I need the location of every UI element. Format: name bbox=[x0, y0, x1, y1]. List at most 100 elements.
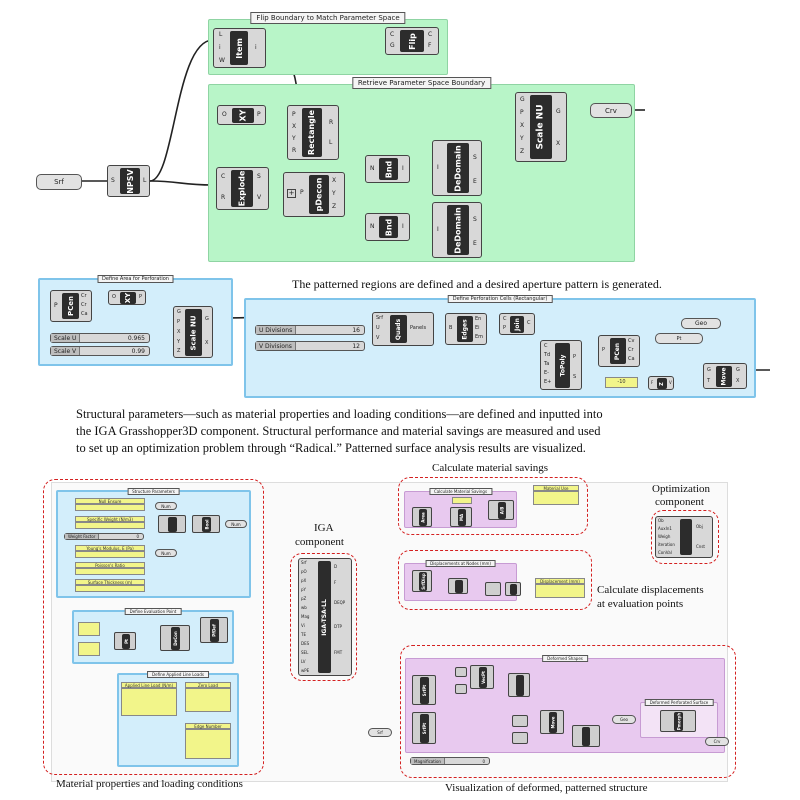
rect-in-port-r[interactable]: R bbox=[292, 147, 297, 154]
npsv-component[interactable]: S NPSV L bbox=[107, 165, 150, 197]
bool-component[interactable]: Bool bbox=[192, 515, 220, 533]
flip-out-port-f[interactable]: F bbox=[428, 42, 432, 49]
flip-in-port-g[interactable]: G bbox=[390, 42, 395, 49]
pcen1-out-port-1[interactable]: Cr bbox=[81, 293, 87, 299]
npsv-in-port[interactable]: S bbox=[111, 177, 115, 184]
optimization-component[interactable]: Ob AuxIn1 Weigh iteration ConVal Obj Cns… bbox=[655, 516, 713, 558]
deform-mini-4[interactable] bbox=[512, 732, 528, 744]
pt-component[interactable]: Pt bbox=[114, 632, 136, 650]
xy-plane-component[interactable]: O XY P bbox=[217, 105, 266, 125]
topoly-out-port-s[interactable]: S bbox=[573, 374, 577, 380]
iga-in-port-mag[interactable]: Mag bbox=[301, 614, 310, 619]
join-in-port-c[interactable]: C bbox=[503, 316, 507, 322]
srfpt-component-2[interactable]: SrfPt bbox=[412, 712, 436, 744]
dedomain-component-2[interactable]: I DeDomain S E bbox=[432, 202, 482, 258]
quads-in-port-v[interactable]: V bbox=[376, 335, 380, 341]
srf-param[interactable]: Srf bbox=[36, 174, 82, 190]
explode-out-port-s[interactable]: S bbox=[257, 173, 261, 180]
flip-out-port-c[interactable]: C bbox=[428, 31, 433, 38]
srf-param-3[interactable]: Srf bbox=[368, 728, 392, 737]
disp-mini-3[interactable] bbox=[485, 582, 501, 596]
item-in-port-i[interactable]: i bbox=[219, 44, 221, 51]
dedomain1-in-port[interactable]: I bbox=[437, 164, 439, 171]
bnd1-in-port[interactable]: N bbox=[370, 165, 375, 172]
edges-out-port-ei[interactable]: Ei bbox=[475, 325, 480, 331]
optim-out-port-cnst[interactable]: Cnst bbox=[696, 544, 705, 549]
scale2-in-port-g[interactable]: G bbox=[177, 309, 181, 315]
pdecon-component[interactable]: + P pDecon X Y Z bbox=[283, 172, 345, 217]
pcen1-out-port-2[interactable]: Cr bbox=[81, 302, 87, 308]
num-param-3[interactable]: Num bbox=[225, 520, 247, 528]
pcen1-in-port[interactable]: P bbox=[54, 302, 58, 309]
xy2-in-port[interactable]: O bbox=[112, 294, 116, 300]
poissons-ratio-panel[interactable] bbox=[75, 568, 145, 575]
move-component[interactable]: G T Move G X bbox=[703, 363, 747, 389]
weight-factor-slider[interactable]: Weight Factor 0 bbox=[64, 533, 144, 540]
iga-out-port-dtp[interactable]: DTP bbox=[334, 624, 342, 629]
optim-in-port-aux[interactable]: AuxIn1 bbox=[658, 526, 672, 531]
optim-in-port-iteration[interactable]: iteration bbox=[658, 542, 675, 547]
pcen-component-2[interactable]: P PCen Cv Cr Ca bbox=[598, 335, 640, 367]
zero-load-panel[interactable] bbox=[185, 688, 231, 712]
topoly-in-port-e-minus[interactable]: E- bbox=[544, 370, 549, 376]
join-out-port[interactable]: C bbox=[527, 320, 531, 326]
iga-out-port-deqp[interactable]: DEQP bbox=[334, 600, 346, 605]
v-divisions-slider[interactable]: V Divisions 12 bbox=[255, 341, 365, 351]
optim-in-port-conval[interactable]: ConVal bbox=[658, 550, 672, 555]
iga-out-port-d[interactable]: D bbox=[334, 564, 338, 569]
pfdef-component[interactable]: PfDef bbox=[200, 617, 228, 643]
edges-component[interactable]: B Edges En Ei Em bbox=[445, 313, 487, 345]
bnd-component-2[interactable]: N Bnd I bbox=[365, 213, 410, 241]
join-component[interactable]: C P Join C bbox=[499, 313, 535, 335]
move-in-port-g[interactable]: G bbox=[707, 367, 711, 373]
item-in-port-l[interactable]: L bbox=[219, 31, 223, 38]
iga-in-port-srf[interactable]: Srf bbox=[301, 560, 307, 565]
scale2-out-port-x[interactable]: X bbox=[205, 340, 209, 346]
xy-out-port[interactable]: P bbox=[257, 111, 261, 118]
rect-in-port-p[interactable]: P bbox=[292, 111, 296, 118]
iga-in-port-lv[interactable]: LV bbox=[301, 659, 306, 664]
eval-panel-1[interactable] bbox=[78, 622, 100, 636]
num-param-1[interactable]: Num bbox=[155, 502, 177, 510]
item-in-port-w[interactable]: W bbox=[219, 57, 225, 64]
ma-component[interactable]: MA bbox=[450, 507, 472, 527]
topoly-in-port-e-plus[interactable]: E+ bbox=[544, 379, 552, 385]
pdecon-out-port-x[interactable]: X bbox=[332, 177, 337, 184]
edges-in-port[interactable]: B bbox=[449, 325, 453, 331]
optim-in-port-ob[interactable]: Ob bbox=[658, 518, 664, 523]
iga-in-port-po[interactable]: pO bbox=[301, 569, 307, 574]
pdecon-in-port[interactable]: P bbox=[300, 189, 304, 196]
xy-in-port[interactable]: O bbox=[222, 111, 227, 118]
vecpt-component[interactable]: VecPt bbox=[470, 665, 494, 689]
srfdisp-component[interactable]: SrfDisp bbox=[412, 570, 432, 592]
explode-in-port-c[interactable]: C bbox=[221, 173, 226, 180]
optim-in-port-weigh[interactable]: Weigh bbox=[658, 534, 671, 539]
disp-mini-2[interactable] bbox=[448, 578, 468, 594]
scale-nu-component-2[interactable]: G P X Y Z Scale NU G X bbox=[173, 306, 213, 358]
topoly-in-port-td[interactable]: Td bbox=[544, 352, 551, 358]
quads-in-port-u[interactable]: U bbox=[376, 325, 380, 331]
deform-mini-3[interactable] bbox=[512, 715, 528, 727]
decon-component[interactable]: DeCon bbox=[160, 625, 190, 651]
panels-out-port[interactable]: Panels bbox=[410, 325, 427, 331]
area-component[interactable]: Area bbox=[412, 507, 432, 527]
pdecon-out-port-z[interactable]: Z bbox=[332, 203, 337, 210]
iga-in-port-pz[interactable]: pZ bbox=[301, 596, 307, 601]
dedomain-component-1[interactable]: I DeDomain S E bbox=[432, 140, 482, 196]
explode-component[interactable]: C R Explode S V bbox=[216, 167, 269, 210]
bnd2-out-port[interactable]: I bbox=[402, 223, 404, 230]
bnd1-out-port[interactable]: I bbox=[402, 165, 404, 172]
pcen2-out-port-2[interactable]: Cr bbox=[628, 347, 634, 353]
geo-param[interactable]: Geo bbox=[681, 318, 721, 329]
pcen-component-1[interactable]: P PCen Cr Cr Ca bbox=[50, 290, 92, 322]
applied-line-load-panel[interactable] bbox=[121, 688, 177, 716]
pcen1-out-port-3[interactable]: Ca bbox=[81, 311, 88, 317]
scale2-in-port-x[interactable]: X bbox=[177, 329, 181, 335]
iga-out-port-f[interactable]: F bbox=[334, 580, 337, 585]
dedomain2-out-port-s[interactable]: S bbox=[473, 216, 477, 223]
rect-in-port-y[interactable]: Y bbox=[292, 135, 296, 142]
dedomain2-out-port-e[interactable]: E bbox=[473, 240, 477, 247]
xy-component-2[interactable]: O XY P bbox=[108, 290, 146, 305]
null-ensure-panel[interactable] bbox=[75, 504, 145, 511]
rectangle-component[interactable]: P X Y R Rectangle R L bbox=[287, 105, 339, 160]
